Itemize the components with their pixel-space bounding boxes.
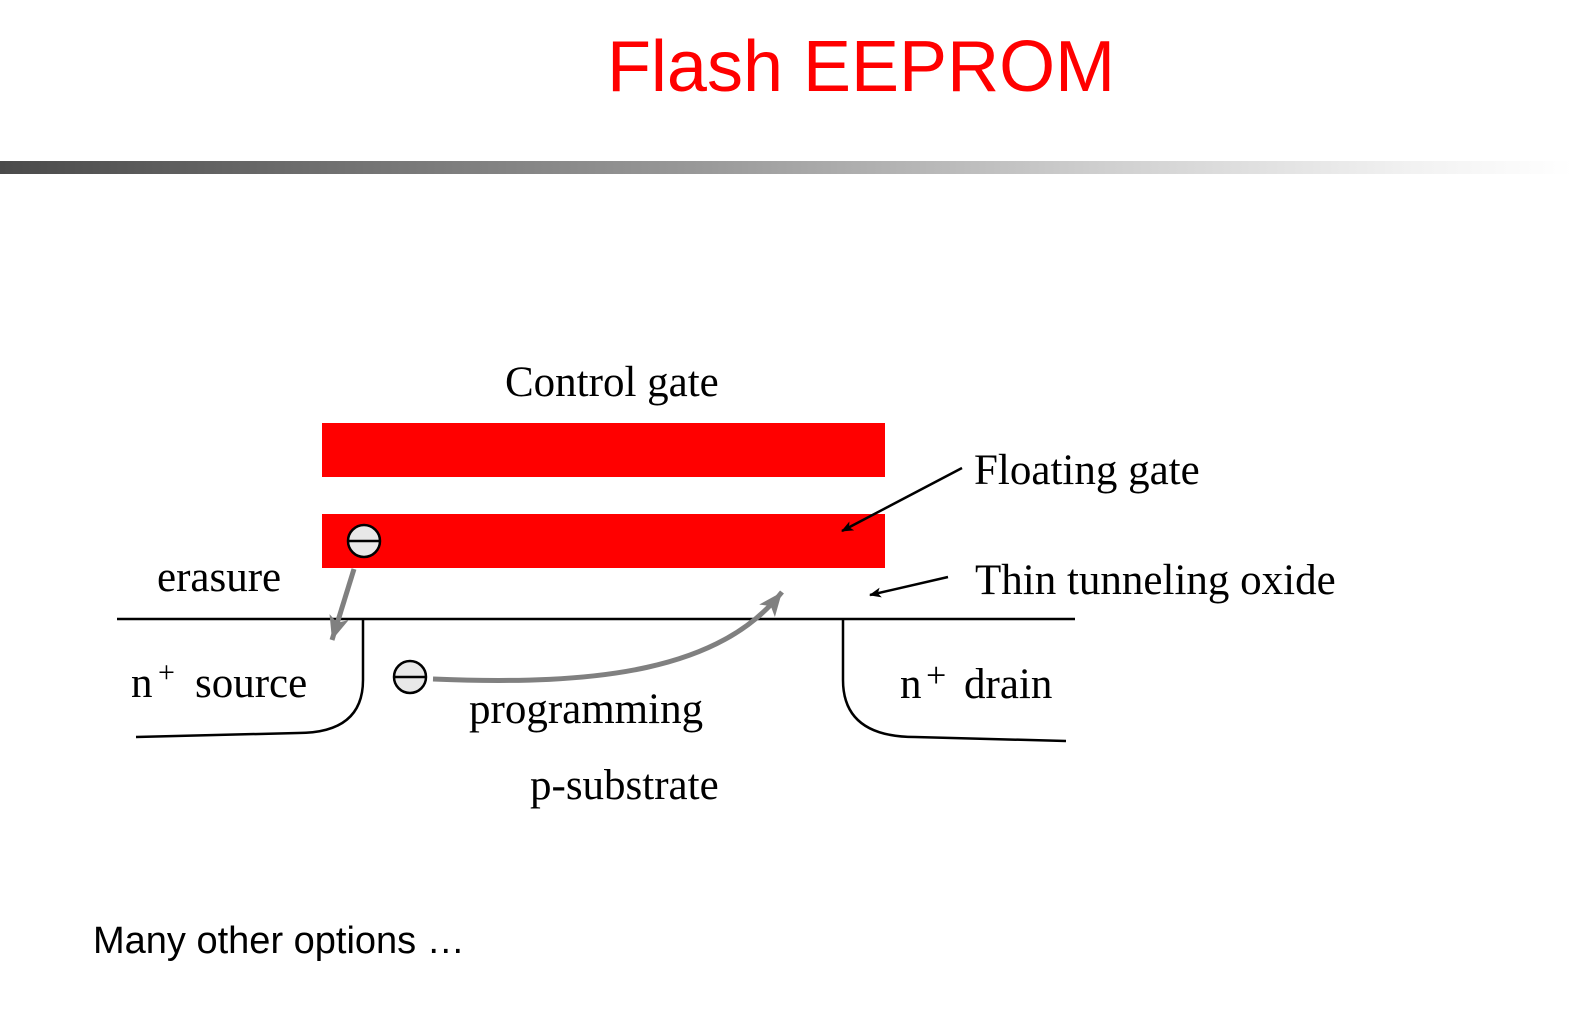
erasure-label: erasure [157, 554, 281, 601]
drain-label-name: drain [964, 661, 1052, 708]
programming-arrow [432, 590, 784, 683]
substrate-label: p-substrate [530, 762, 719, 809]
electron-icon [346, 523, 382, 559]
slide-title: Flash EEPROM [606, 27, 1116, 107]
footer-note: Many other options … [93, 920, 465, 962]
title-divider [0, 161, 1573, 174]
drain-region-boundary [841, 619, 1067, 743]
programming-label: programming [469, 686, 703, 733]
tunneling-oxide-pointer-arrow [869, 575, 949, 598]
control-gate-label: Control gate [505, 359, 719, 406]
erasure-arrow [329, 568, 357, 641]
floating-gate-label: Floating gate [974, 447, 1200, 494]
source-label-name: source [195, 660, 307, 707]
control-gate-bar [322, 423, 885, 477]
source-region-boundary [135, 619, 365, 739]
electron-icon [392, 659, 428, 695]
tunneling-oxide-label: Thin tunneling oxide [975, 557, 1336, 604]
floating-gate-pointer-arrow [841, 466, 963, 533]
drain-label-prefix: n [900, 661, 922, 708]
source-label-superscript: + [158, 656, 175, 689]
floating-gate-bar [322, 514, 885, 568]
source-label-prefix: n [131, 660, 153, 707]
drain-label-superscript: + [926, 655, 946, 695]
